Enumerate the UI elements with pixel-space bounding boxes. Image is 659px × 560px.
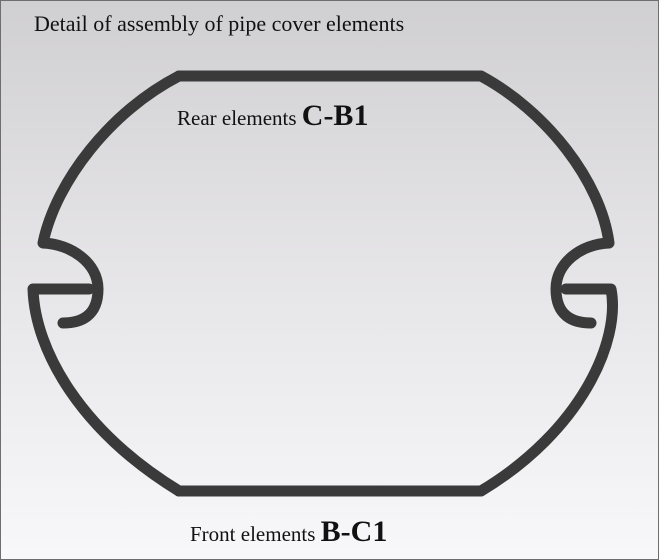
figure-title: Detail of assembly of pipe cover element… [34,11,405,36]
front-elements-label: Front elements B-C1 [190,517,387,547]
rear-elements-prefix: Rear elements [177,106,297,130]
rear-elements-label: Rear elements C-B1 [177,101,368,131]
front-element-outline-right [173,283,618,497]
rear-element-outline-left [37,70,185,329]
front-element-outline-left [27,283,185,497]
rear-elements-code: C-B1 [301,99,369,132]
front-elements-prefix: Front elements [190,522,316,546]
front-elements-code: B-C1 [320,515,388,548]
rear-element-outline [173,70,615,329]
